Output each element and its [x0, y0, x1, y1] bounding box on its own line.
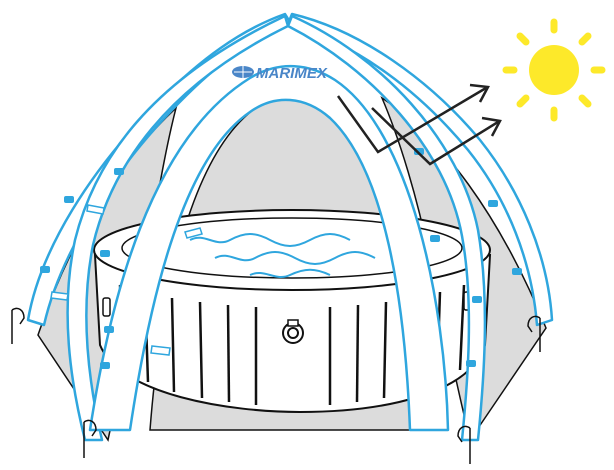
sun-icon [506, 22, 602, 118]
brand-name: MARIMEX [256, 65, 328, 82]
hot-tub-side-fixture-left [103, 298, 110, 316]
ground-stake-left-back [12, 308, 24, 344]
marimex-globe-logo-icon [232, 66, 254, 78]
